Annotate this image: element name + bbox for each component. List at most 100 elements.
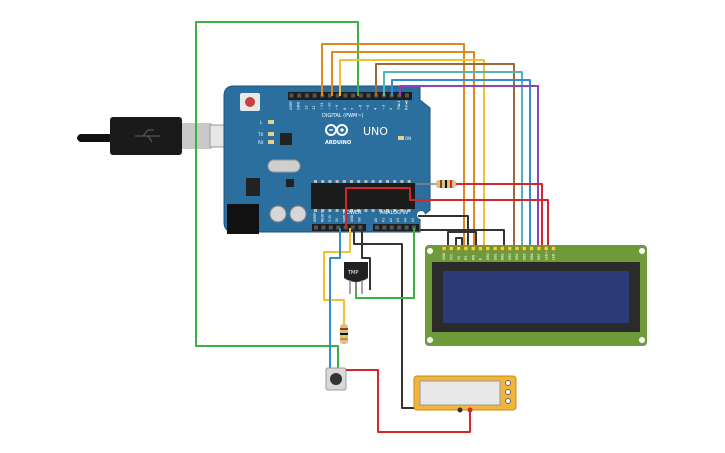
power-pin[interactable] bbox=[314, 225, 318, 230]
lcd-pin-label: LED+ bbox=[544, 251, 548, 260]
digital-pin-label: 2 bbox=[389, 108, 393, 110]
led-tx bbox=[268, 132, 274, 136]
digital-pin[interactable] bbox=[335, 93, 340, 98]
lcd-pin[interactable] bbox=[514, 246, 520, 251]
lcd-pin-label: E bbox=[479, 258, 483, 260]
wire-blue-button[interactable] bbox=[329, 228, 341, 372]
analog-pin[interactable] bbox=[389, 225, 394, 230]
lcd-mount-hole bbox=[639, 248, 645, 254]
lcd-pin[interactable] bbox=[470, 246, 476, 251]
lcd-pin[interactable] bbox=[536, 246, 542, 251]
lcd-pin[interactable] bbox=[485, 246, 491, 251]
lcd-pin[interactable] bbox=[500, 246, 505, 251]
lcd-pin[interactable] bbox=[478, 246, 483, 251]
wire-black-gnd-3[interactable] bbox=[455, 237, 463, 246]
reset-button[interactable] bbox=[245, 97, 255, 107]
lcd-pin[interactable] bbox=[522, 246, 527, 251]
chip-leg bbox=[342, 209, 346, 212]
temperature-sensor[interactable]: TMP bbox=[344, 262, 368, 294]
analog-pin[interactable] bbox=[404, 225, 409, 230]
digital-pin[interactable] bbox=[289, 93, 294, 98]
lcd-pin[interactable] bbox=[456, 246, 461, 251]
multimeter-display bbox=[419, 380, 501, 406]
wire-red-5v[interactable] bbox=[345, 187, 549, 246]
digital-pin[interactable] bbox=[304, 93, 309, 98]
chip-leg bbox=[328, 209, 332, 212]
wire-teal[interactable] bbox=[383, 71, 523, 246]
wire-brown[interactable] bbox=[375, 63, 515, 246]
wire-black-gnd-1[interactable] bbox=[418, 215, 469, 246]
lcd-pin-label: V0 bbox=[457, 256, 461, 260]
multimeter-knob[interactable] bbox=[505, 398, 511, 404]
multimeter-probe-v[interactable] bbox=[467, 407, 473, 413]
model-label: UNO bbox=[363, 125, 388, 138]
lcd-pin[interactable] bbox=[441, 246, 447, 251]
wire-red-backlight[interactable] bbox=[456, 183, 543, 246]
wire-red-button[interactable] bbox=[346, 369, 471, 433]
digital-label: DIGITAL (PWM~) bbox=[322, 113, 364, 119]
lcd-pin[interactable] bbox=[463, 246, 469, 251]
resistor-pulldown[interactable] bbox=[340, 324, 348, 344]
wire-orange-2[interactable] bbox=[331, 51, 475, 246]
power-pin-label: RESET bbox=[320, 212, 324, 222]
digital-pin[interactable] bbox=[297, 93, 302, 98]
wire-black-gnd-2[interactable] bbox=[447, 231, 477, 246]
push-button[interactable] bbox=[325, 367, 347, 391]
wire-yellow-1[interactable] bbox=[339, 59, 485, 246]
lcd-pin[interactable] bbox=[492, 246, 498, 251]
wire-black-meter[interactable] bbox=[353, 228, 420, 409]
multimeter-knob[interactable] bbox=[505, 389, 511, 395]
multimeter-knob[interactable] bbox=[505, 380, 511, 386]
chip-leg bbox=[314, 209, 317, 212]
wire-blue[interactable] bbox=[391, 79, 531, 246]
usb-cable-end bbox=[77, 134, 112, 142]
analog-pin[interactable] bbox=[382, 225, 387, 230]
digital-pin[interactable] bbox=[358, 93, 363, 98]
digital-pin-label: 8 bbox=[343, 107, 347, 110]
lcd-pin[interactable] bbox=[507, 246, 512, 251]
wire-orange-1[interactable] bbox=[321, 43, 465, 246]
digital-pin[interactable] bbox=[343, 93, 348, 98]
wire-yellow-button[interactable] bbox=[323, 228, 351, 330]
power-pin[interactable] bbox=[321, 225, 326, 230]
lcd-pin-label: DB5 bbox=[523, 253, 527, 260]
power-pin[interactable] bbox=[336, 225, 341, 230]
digital-pin[interactable] bbox=[351, 93, 356, 98]
lcd-pin-label: DB6 bbox=[530, 253, 534, 260]
power-pin[interactable] bbox=[328, 225, 333, 230]
wire-purple[interactable] bbox=[399, 85, 539, 246]
lcd-pin[interactable] bbox=[449, 246, 454, 251]
lcd-pin[interactable] bbox=[551, 246, 556, 251]
lcd-pin[interactable] bbox=[529, 246, 534, 251]
analog-pin[interactable] bbox=[375, 225, 379, 230]
lcd-pin[interactable] bbox=[543, 246, 549, 251]
resistor-backlight[interactable] bbox=[416, 180, 456, 188]
digital-pin[interactable] bbox=[328, 93, 332, 98]
lcd-pin-label: DB4 bbox=[515, 253, 519, 260]
wire-black-sensor[interactable] bbox=[361, 228, 371, 290]
push-button-cap[interactable] bbox=[330, 373, 342, 385]
chip-leg bbox=[357, 209, 361, 212]
digital-pin-label: 7 bbox=[351, 108, 355, 110]
wire-black-gnd-4[interactable] bbox=[420, 229, 505, 246]
chip-leg bbox=[407, 180, 411, 183]
multimeter-probe-com[interactable] bbox=[457, 407, 463, 413]
power-pin[interactable] bbox=[351, 225, 355, 230]
usb-cable[interactable] bbox=[77, 117, 239, 155]
analog-pin[interactable] bbox=[397, 225, 402, 230]
analog-pin-label: A5 bbox=[411, 218, 415, 222]
digital-pin[interactable] bbox=[366, 93, 371, 98]
digital-pin[interactable] bbox=[405, 93, 409, 98]
digital-pin[interactable] bbox=[312, 93, 317, 98]
led-on bbox=[398, 136, 404, 140]
wire-green-loop[interactable] bbox=[195, 21, 359, 372]
power-pin[interactable] bbox=[358, 225, 363, 230]
lcd-pin-label: LED- bbox=[552, 253, 556, 260]
analog-header bbox=[373, 224, 419, 231]
multimeter[interactable] bbox=[413, 375, 517, 413]
analog-pin[interactable] bbox=[412, 225, 416, 230]
